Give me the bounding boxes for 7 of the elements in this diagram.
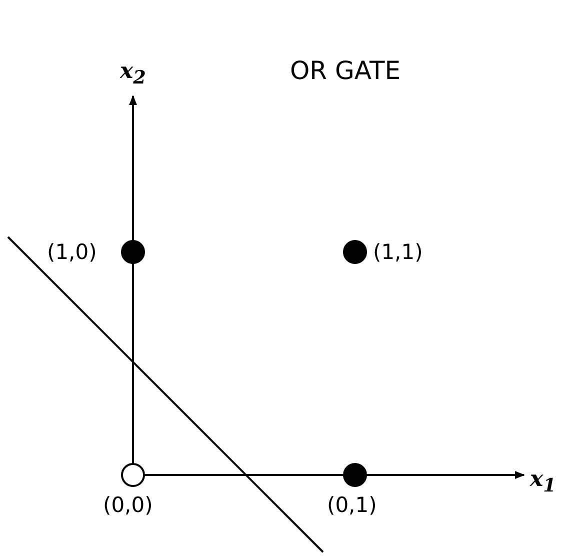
coordinate-label: (0,1) [327,493,377,517]
chart-title: OR GATE [290,56,401,85]
axis-label: x$_{1}$ [530,466,556,496]
coordinate-label: (1,0) [47,240,97,264]
coordinate-label: (0,0) [103,493,153,517]
coordinate-label: (1,1) [373,240,423,264]
axis-label: x$_{2}$ [120,58,146,88]
